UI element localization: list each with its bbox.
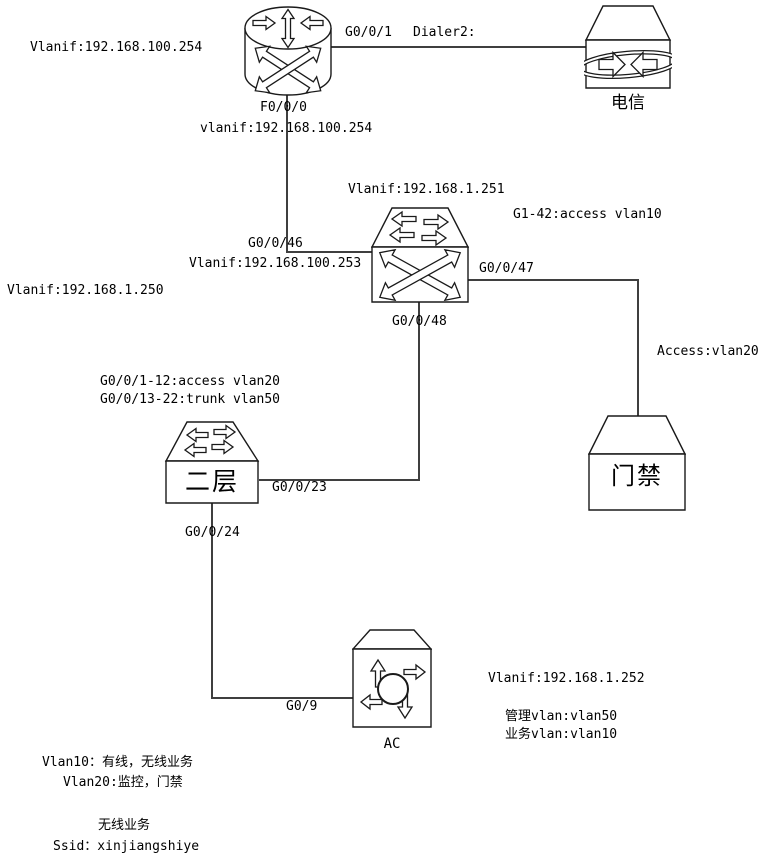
telecom-label: 电信 <box>611 93 645 113</box>
label-access-vlan20: Access:vlan20 <box>657 344 759 359</box>
link-router-coreswitch <box>286 251 373 253</box>
label-ac-vlanif: Vlanif:192.168.1.252 <box>488 671 645 686</box>
ac-icon <box>352 629 432 728</box>
link-dooraccess-down <box>637 279 639 417</box>
note-vlan20: Vlan20:监控，门禁 <box>63 775 183 790</box>
router-icon <box>244 6 332 96</box>
link-ac-left <box>211 697 354 699</box>
label-port-g0-0-1: G0/0/1 <box>345 25 392 40</box>
link-router-telecom <box>330 46 586 48</box>
label-router-vlanif-below: vlanif:192.168.100.254 <box>200 121 373 136</box>
label-port-g0-0-48: G0/0/48 <box>392 314 447 329</box>
link-l2switch-uplink <box>259 479 420 481</box>
door-access-icon <box>588 415 686 511</box>
ac-label: AC <box>383 736 401 752</box>
label-port-g0-0-23: G0/0/23 <box>272 480 327 495</box>
link-router-down <box>286 93 288 253</box>
l2-switch-label: 二层 <box>184 467 239 496</box>
label-l2-config-2: G0/0/13-22:trunk vlan50 <box>100 392 281 407</box>
door-access-label: 门禁 <box>611 462 663 490</box>
label-g1-42-access: G1-42:access vlan10 <box>513 207 662 222</box>
link-l2switch-down <box>211 502 213 699</box>
label-port-g0-0-46: G0/0/46 <box>248 236 303 251</box>
label-port-g0-0-24: G0/0/24 <box>185 525 240 540</box>
label-port-g0-9: G0/9 <box>286 699 318 714</box>
label-router-vlanif-left: Vlanif:192.168.100.254 <box>30 40 203 55</box>
label-port-f0-0-0: F0/0/0 <box>260 100 307 115</box>
core-switch-icon <box>371 207 469 303</box>
label-port-g0-0-47: G0/0/47 <box>479 261 534 276</box>
note-wireless: 无线业务 <box>98 818 151 833</box>
l2-switch-icon <box>164 421 260 504</box>
link-coreswitch-down <box>418 301 420 481</box>
label-dialer2: Dialer2: <box>413 25 476 40</box>
telecom-wan-icon <box>584 5 672 89</box>
label-vlanif-250: Vlanif:192.168.1.250 <box>7 283 164 298</box>
label-coreswitch-vlanif-uplink: Vlanif:192.168.100.253 <box>189 256 362 271</box>
label-ac-service-vlan: 业务vlan:vlan10 <box>505 727 618 742</box>
note-vlan10: Vlan10：有线，无线业务 <box>42 755 193 770</box>
link-coreswitch-right <box>468 279 639 281</box>
label-coreswitch-vlanif: Vlanif:192.168.1.251 <box>348 182 505 197</box>
note-ssid: Ssid：xinjiangshiye <box>53 839 200 854</box>
label-l2-config-1: G0/0/1-12:access vlan20 <box>100 374 281 389</box>
label-ac-mgmt-vlan: 管理vlan:vlan50 <box>505 709 618 724</box>
